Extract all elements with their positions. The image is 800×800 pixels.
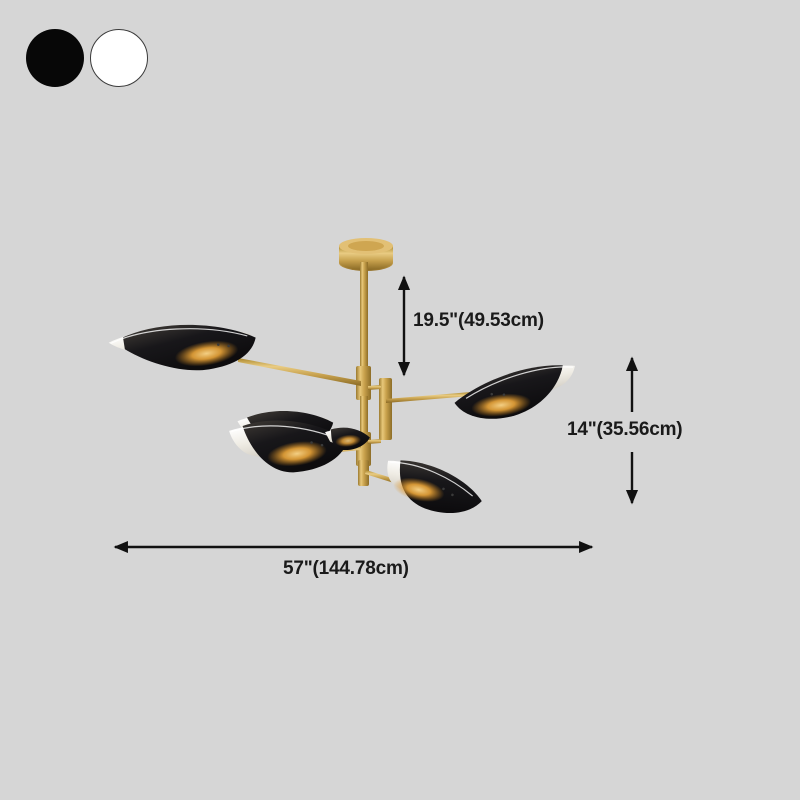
color-swatch-black[interactable] bbox=[26, 29, 84, 87]
shade-lower bbox=[387, 460, 482, 514]
drop-rod bbox=[360, 262, 368, 374]
ceiling-canopy bbox=[339, 238, 393, 271]
arm-right bbox=[386, 392, 471, 403]
central-spine bbox=[356, 366, 392, 486]
dimension-label-height: 19.5"(49.53cm) bbox=[413, 310, 544, 331]
color-swatch-white[interactable] bbox=[90, 29, 148, 87]
shade-right bbox=[454, 365, 575, 419]
dimension-label-width: 57"(144.78cm) bbox=[283, 558, 409, 579]
arm-lower bbox=[365, 470, 395, 483]
shade-upper-left bbox=[108, 324, 256, 371]
arm-upper-left bbox=[238, 358, 361, 386]
shade-rear bbox=[325, 427, 370, 451]
shade-mid-left bbox=[229, 420, 348, 473]
dimension-label-fixture-height: 14"(35.56cm) bbox=[567, 419, 683, 440]
color-swatch-group bbox=[26, 29, 148, 87]
